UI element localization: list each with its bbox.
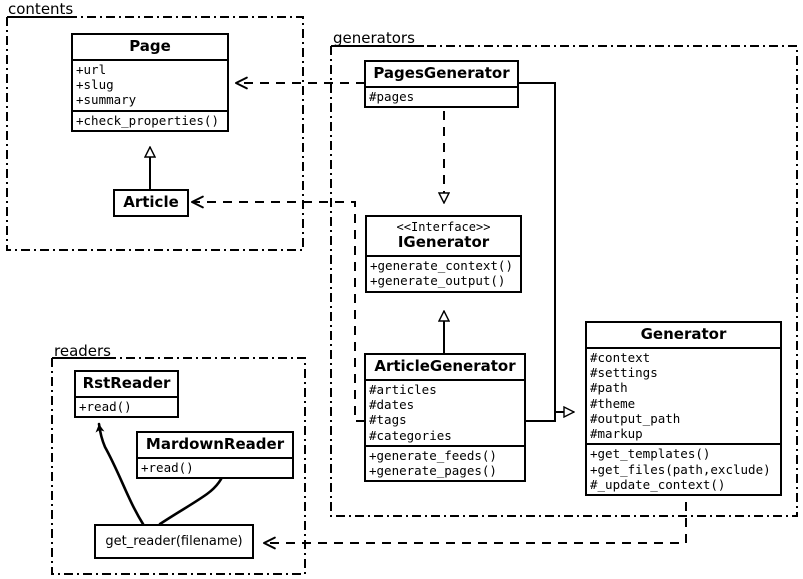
class-generator[interactable]: Generator #context #settings #path #them…	[585, 321, 782, 497]
attribute: #markup	[590, 426, 643, 442]
function-get-reader-label: get_reader(filename)	[105, 534, 243, 549]
divider	[73, 58, 227, 61]
operation: #_update_context()	[590, 476, 726, 492]
class-article[interactable]: Article	[113, 189, 189, 217]
class-articlegenerator-operations: +generate_feeds() +generate_pages()	[366, 447, 524, 481]
class-rstreader-title: RstReader	[82, 374, 171, 392]
operation: +check_properties()	[76, 112, 219, 128]
divider	[76, 395, 177, 398]
class-mardownreader-title: MardownReader	[145, 435, 285, 453]
class-generator-attributes: #context #settings #path #theme #output_…	[587, 349, 780, 444]
attribute: #pages	[369, 88, 415, 104]
attribute: #context	[590, 349, 651, 365]
generators-package-frame	[330, 45, 798, 517]
class-articlegenerator-title: ArticleGenerator	[374, 357, 516, 375]
class-generator-operations: +get_templates() +get_files(path,exclude…	[587, 445, 780, 494]
rel-pagesgenerator-inherits-generator	[519, 82, 574, 412]
class-rstreader-operations: +read()	[76, 398, 177, 416]
rel-generator-uses-get-reader	[263, 502, 687, 550]
operation: +generate_pages()	[369, 463, 497, 479]
attribute: #settings	[590, 365, 658, 381]
class-igenerator-stereotype: <<Interface>>	[396, 220, 491, 234]
attribute: +slug	[76, 77, 114, 93]
operation: +read()	[79, 398, 132, 414]
divider	[138, 456, 292, 459]
function-get-reader[interactable]: get_reader(filename)	[94, 524, 254, 559]
readers-package-frame	[51, 357, 306, 575]
rel-articlegenerator-uses-article	[191, 195, 365, 422]
rel-articlegenerator-inherits-generator	[526, 412, 556, 422]
class-page-title: Page	[129, 37, 171, 55]
attribute: +url	[76, 61, 107, 77]
divider	[367, 255, 520, 258]
class-rstreader[interactable]: RstReader +read()	[74, 370, 179, 419]
class-pagesgenerator[interactable]: PagesGenerator #pages	[364, 60, 519, 109]
attribute: #output_path	[590, 410, 681, 426]
class-articlegenerator[interactable]: ArticleGenerator #articles #dates #tags …	[364, 353, 526, 483]
attribute: +summary	[76, 92, 137, 108]
class-mardownreader-operations: +read()	[138, 459, 292, 477]
operation: +read()	[141, 459, 194, 475]
attribute: #tags	[369, 412, 407, 428]
class-igenerator[interactable]: <<Interface>> IGenerator +generate_conte…	[365, 215, 522, 293]
class-pagesgenerator-title: PagesGenerator	[373, 64, 510, 82]
divider	[366, 85, 517, 88]
operation: +get_files(path,exclude)	[590, 461, 771, 477]
operation: +generate_output()	[370, 273, 506, 289]
divider	[73, 109, 227, 112]
class-pagesgenerator-attributes: #pages	[366, 88, 517, 106]
class-page-attributes: +url +slug +summary	[73, 61, 227, 110]
class-igenerator-name: IGenerator	[397, 233, 490, 252]
class-page[interactable]: Page +url +slug +summary +check_properti…	[71, 33, 229, 132]
class-igenerator-title: <<Interface>> IGenerator	[367, 217, 520, 255]
class-mardownreader[interactable]: MardownReader +read()	[136, 431, 294, 480]
attribute: #theme	[590, 395, 636, 411]
rel-get-reader-returns-rstreader	[95, 422, 145, 526]
class-page-operations: +check_properties()	[73, 112, 227, 130]
operation: +get_templates()	[590, 446, 711, 462]
attribute: #categories	[369, 427, 452, 443]
divider	[587, 443, 780, 446]
class-igenerator-operations: +generate_context() +generate_output()	[367, 257, 520, 291]
class-article-title: Article	[123, 193, 179, 211]
divider	[587, 346, 780, 349]
contents-package-frame	[6, 16, 304, 251]
class-generator-title: Generator	[640, 325, 727, 343]
divider	[366, 378, 524, 381]
divider	[366, 444, 524, 447]
attribute: #dates	[369, 397, 415, 413]
contents-package-label: contents	[8, 0, 74, 18]
attribute: #articles	[369, 381, 437, 397]
generators-package-label: generators	[333, 29, 415, 47]
operation: +generate_context()	[370, 258, 513, 274]
class-articlegenerator-attributes: #articles #dates #tags #categories	[366, 381, 524, 445]
readers-package-label: readers	[54, 342, 111, 360]
attribute: #path	[590, 380, 628, 396]
operation: +generate_feeds()	[369, 447, 497, 463]
